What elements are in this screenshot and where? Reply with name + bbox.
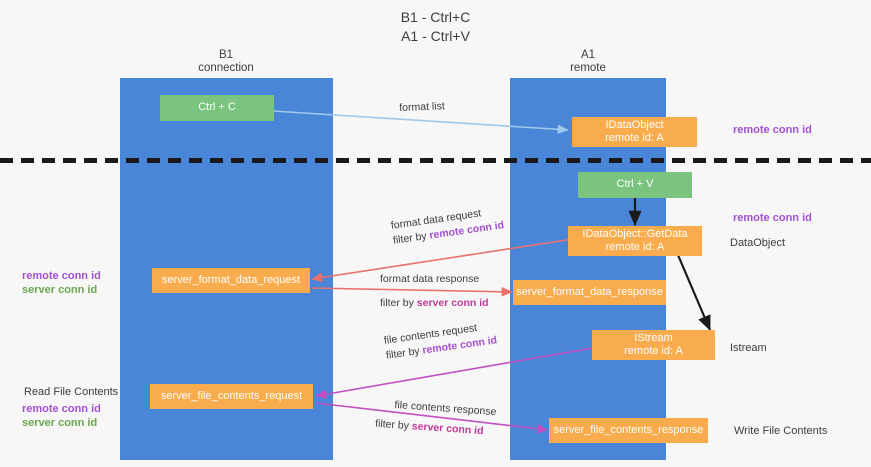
edge-label-file-contents-response-key: server conn id — [411, 420, 484, 438]
column-header-b1-role: connection — [198, 62, 254, 74]
edge-label-format-data-response-line-2: filter by server conn id — [380, 296, 489, 311]
node-idataobject-line-1: IDataObject — [605, 118, 664, 131]
node-server-file-contents-response[interactable]: server_file_contents_response — [549, 418, 708, 443]
annotation-write-file-contents: Write File Contents — [734, 425, 828, 437]
node-ctrl-v-label: Ctrl + V — [616, 178, 654, 191]
edge-label-format-list: format list — [399, 99, 445, 116]
node-idataobject-line-2: remote id: A — [605, 132, 664, 144]
node-ctrl-v[interactable]: Ctrl + V — [578, 172, 692, 198]
annotation-istream: Istream — [730, 342, 767, 354]
node-istream-line-2: remote id: A — [624, 345, 683, 357]
edge-label-file-contents-response: file contents response filter by server … — [375, 398, 497, 440]
page-title: B1 - Ctrl+C A1 - Ctrl+V — [0, 8, 871, 46]
edge-label-format-data-request-prefix: filter by — [392, 229, 431, 247]
node-server-format-data-request[interactable]: server_format_data_request — [152, 268, 310, 293]
node-ctrl-c[interactable]: Ctrl + C — [160, 95, 274, 121]
node-server-format-data-request-label: server_format_data_request — [161, 273, 301, 286]
column-header-a1-role: remote — [570, 62, 606, 74]
edge-label-format-data-response-key: server conn id — [416, 297, 489, 309]
node-server-file-contents-request-label: server_file_contents_request — [160, 389, 303, 402]
edge-label-format-data-response: format data response filter by server co… — [380, 272, 489, 311]
title-line-1: B1 - Ctrl+C — [400, 9, 471, 25]
edge-label-format-data-response-line-1: format data response — [380, 273, 480, 285]
node-getdata-line-1: IDataObject::GetData — [582, 227, 688, 240]
node-server-format-data-response[interactable]: server_format_data_response — [513, 280, 666, 305]
edge-label-format-list-text: format list — [399, 100, 445, 114]
annotation-read-file-contents: Read File Contents — [24, 386, 119, 398]
node-istream[interactable]: IStream remote id: A — [592, 330, 715, 360]
node-server-file-contents-request[interactable]: server_file_contents_request — [150, 384, 313, 409]
edge-label-file-contents-response-line-1: file contents response — [394, 398, 497, 419]
edge-label-file-contents-response-line-2: filter by server conn id — [375, 417, 496, 440]
node-idataobject[interactable]: IDataObject remote id: A — [572, 117, 697, 147]
node-getdata-line-2: remote id: A — [605, 241, 665, 253]
edge-label-file-contents-request: file contents request filter by remote c… — [383, 318, 498, 363]
column-header-a1: A1 remote — [533, 49, 643, 75]
edge-label-file-contents-request-prefix: filter by — [385, 344, 424, 362]
node-server-format-data-response-label: server_format_data_response — [516, 285, 663, 298]
node-ctrl-c-label: Ctrl + C — [198, 101, 236, 114]
annotation-conn-ids-middle: remote conn id server conn id — [22, 270, 101, 296]
column-header-a1-name: A1 — [580, 49, 596, 61]
annotation-remote-conn-id-top: remote conn id — [733, 124, 812, 136]
edge-label-format-data-request: format data request filter by remote con… — [390, 203, 505, 248]
column-header-b1-name: B1 — [218, 49, 234, 61]
column-header-b1: B1 connection — [146, 49, 306, 75]
node-idataobject-getdata[interactable]: IDataObject::GetData remote id: A — [568, 226, 702, 256]
node-istream-line-1: IStream — [634, 331, 673, 344]
edge-label-file-contents-response-prefix: filter by — [374, 417, 413, 433]
annotation-remote-conn-id-mid: remote conn id — [733, 212, 812, 224]
annotation-conn-ids-bottom: remote conn id server conn id — [22, 403, 101, 429]
annotation-dataobject: DataObject — [730, 237, 786, 249]
edge-label-format-data-response-prefix: filter by — [380, 297, 417, 309]
title-line-2: A1 - Ctrl+V — [401, 28, 470, 44]
node-server-file-contents-response-label: server_file_contents_response — [553, 423, 704, 436]
section-divider — [0, 158, 871, 163]
